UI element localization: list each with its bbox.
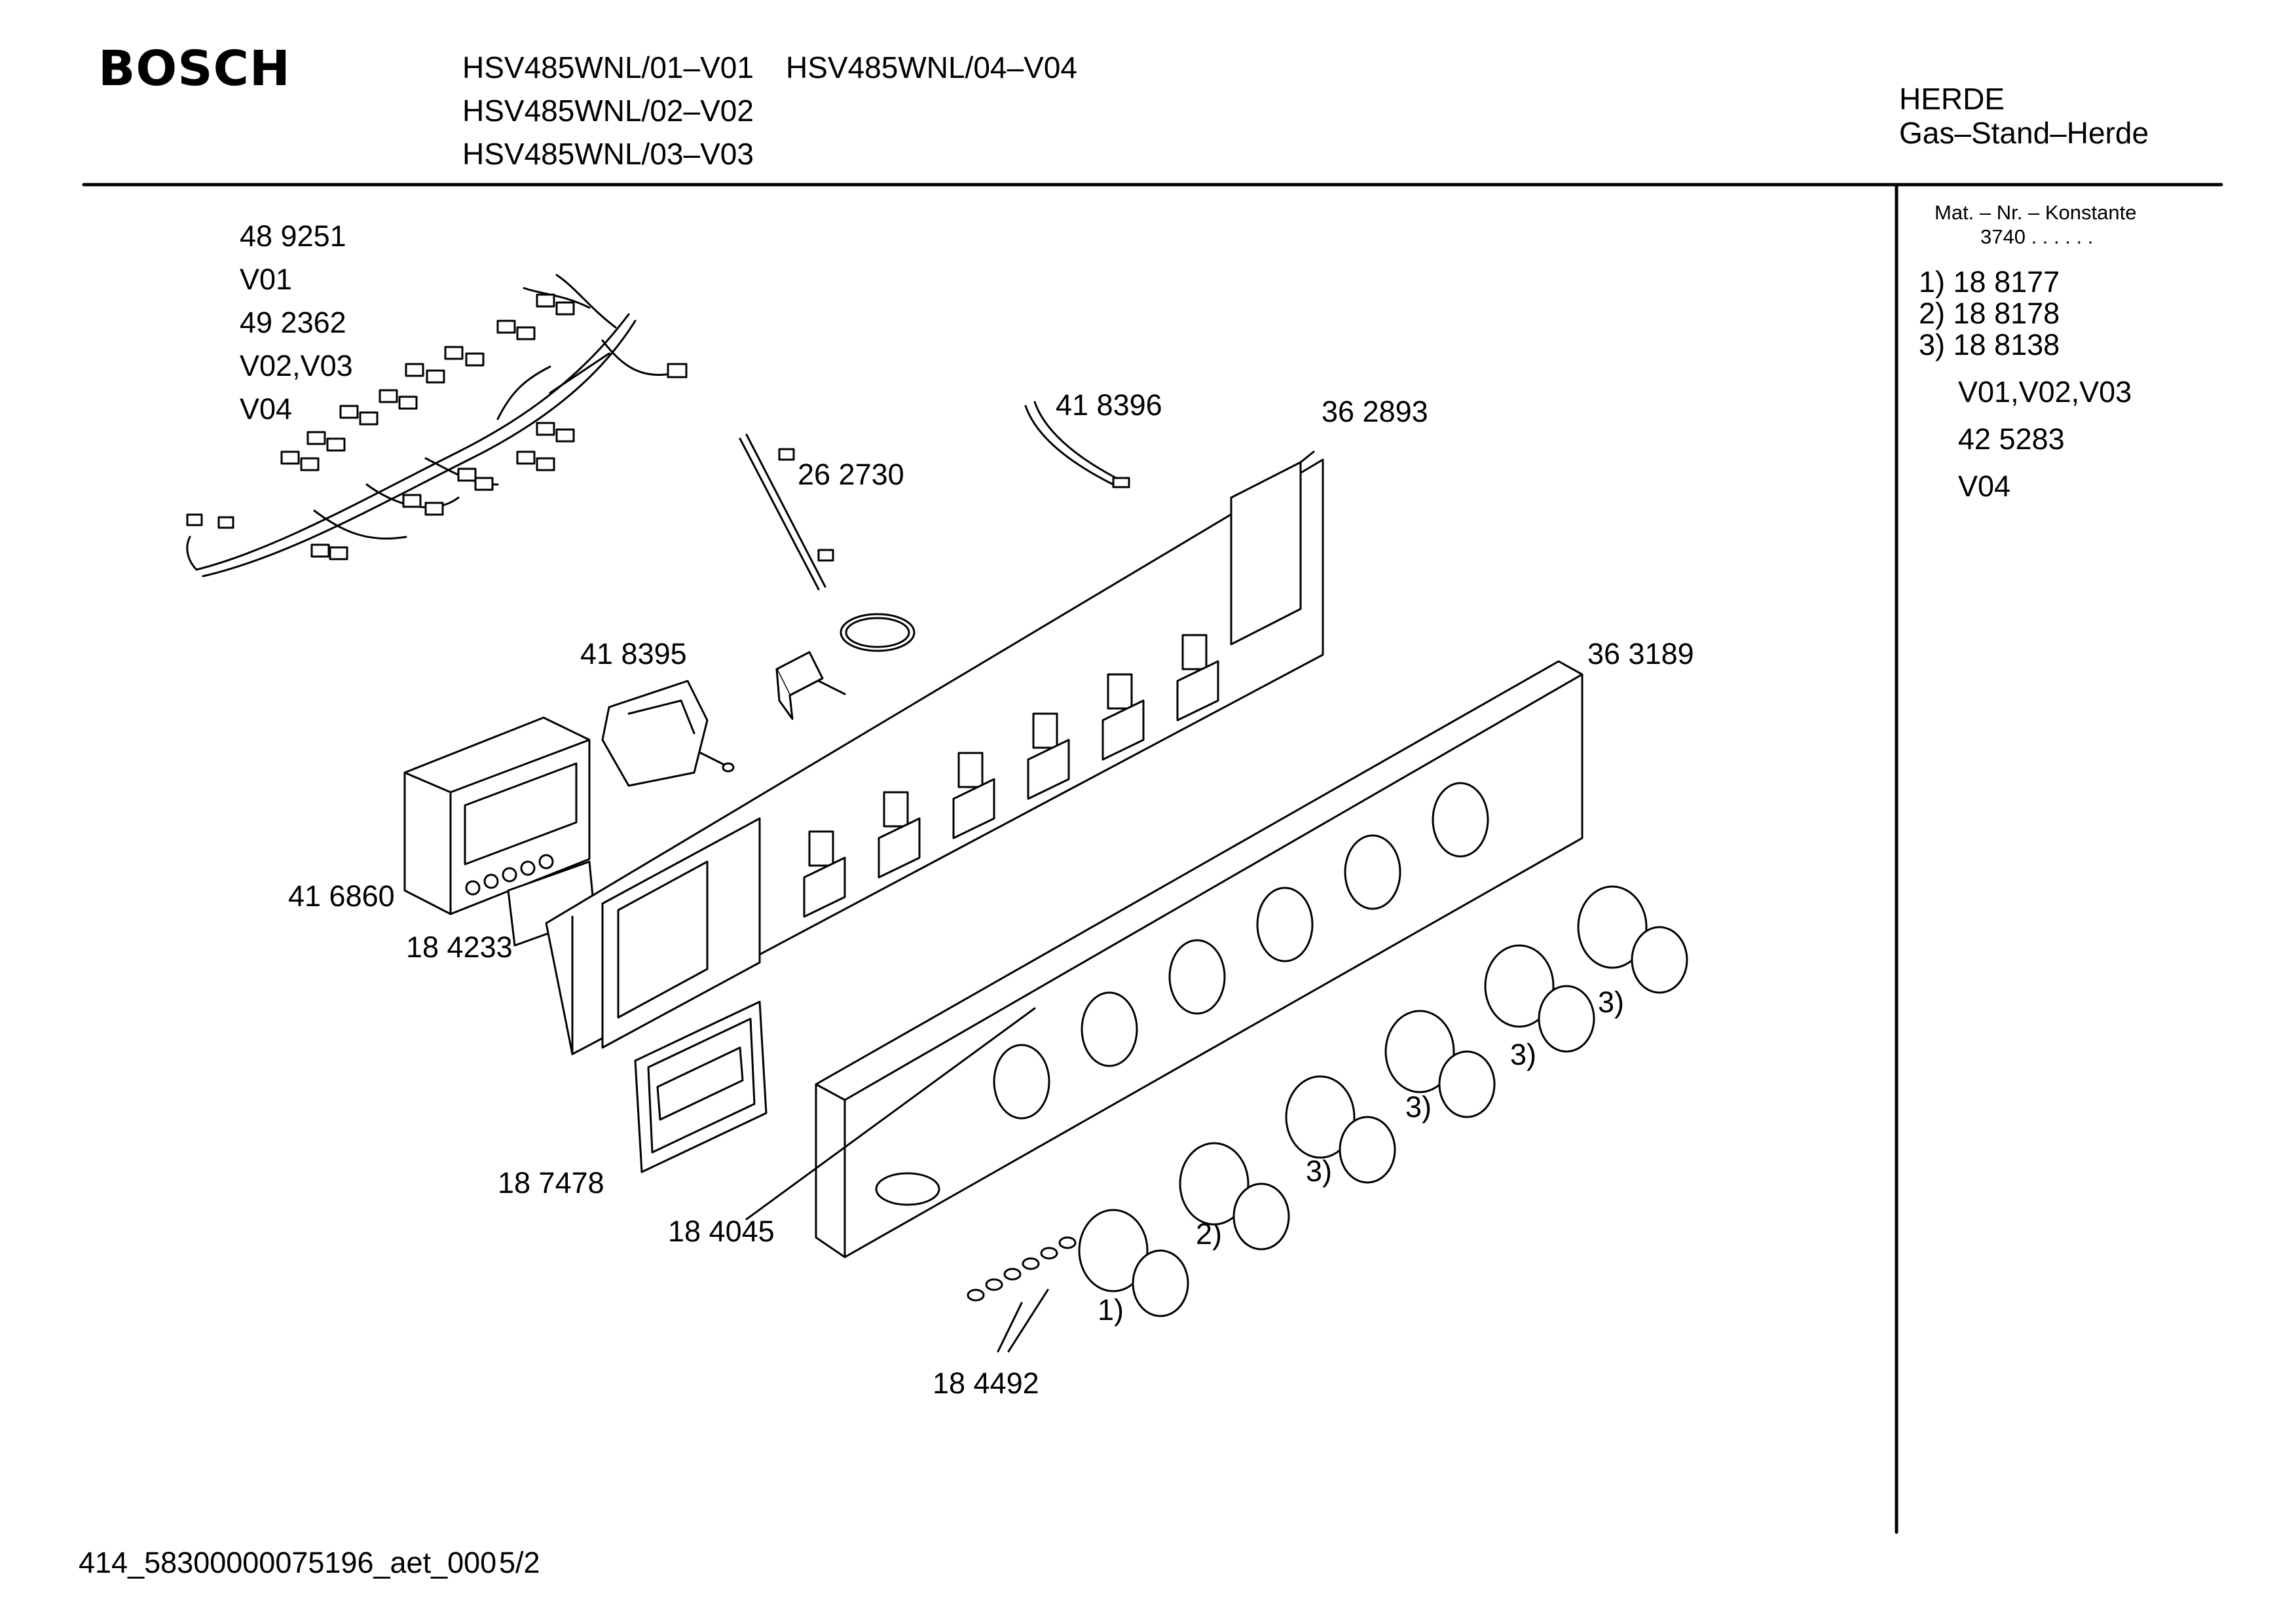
legend-title: Mat. – Nr. – Konstante — [1935, 201, 2137, 224]
push-buttons-184492 — [968, 1237, 1075, 1351]
switch-418395 — [602, 681, 733, 786]
model-number-3: HSV485WNL/03–V03 — [462, 137, 754, 171]
part-label-v02-v03: V02,V03 — [240, 349, 353, 382]
knob-ref-3c: 3) — [1510, 1038, 1537, 1071]
part-label-363189: 36 3189 — [1587, 637, 1694, 670]
part-label-184233: 18 4233 — [406, 930, 513, 964]
part-label-262730: 26 2730 — [798, 458, 904, 491]
model-number-2: HSV485WNL/02–V02 — [462, 94, 754, 128]
ignition-switch — [777, 652, 845, 719]
legend-code: 3740 . . . . . . — [1980, 225, 2094, 248]
panel-cutouts — [804, 635, 1218, 917]
fascia-knob-holes — [994, 783, 1488, 1118]
part-label-418396: 41 8396 — [1056, 388, 1162, 422]
thermocouple-262730 — [740, 435, 914, 651]
legend-part-425283: 42 5283 — [1958, 422, 2065, 456]
knob-ref-3d: 3) — [1598, 985, 1625, 1019]
knob-ref-3b: 3) — [1405, 1090, 1432, 1124]
part-label-v01: V01 — [240, 263, 293, 296]
subcategory-title: Gas–Stand–Herde — [1899, 116, 2149, 150]
wire-418396 — [1026, 402, 1129, 487]
model-number-1: HSV485WNL/01–V01 — [462, 50, 754, 84]
part-label-489251: 48 9251 — [240, 219, 346, 253]
leader-184045 — [747, 1008, 1035, 1219]
control-panel-362893 — [546, 452, 1323, 1054]
clock-module-416860 — [405, 718, 589, 914]
wiring-harness — [187, 275, 675, 576]
part-label-187478: 18 7478 — [498, 1166, 604, 1200]
legend-item-3: 3) 18 8138 — [1919, 328, 2060, 361]
part-label-362893: 36 2893 — [1322, 395, 1428, 428]
legend-item-2: 2) 18 8178 — [1919, 297, 2060, 330]
knob-ref-1: 1) — [1098, 1293, 1124, 1327]
bosch-logo: BOSCH — [98, 41, 291, 97]
part-label-184045: 18 4045 — [668, 1215, 775, 1248]
part-label-184492: 18 4492 — [933, 1366, 1039, 1400]
page-number: 5/2 — [499, 1546, 540, 1579]
harness-connectors — [187, 295, 686, 559]
model-number-4: HSV485WNL/04–V04 — [786, 50, 1077, 84]
legend-variant-v01-v03: V01,V02,V03 — [1958, 375, 2132, 409]
control-knobs — [1079, 887, 1687, 1316]
part-label-416860: 41 6860 — [288, 879, 395, 913]
display-frame-187478 — [635, 1002, 766, 1172]
knob-ref-3a: 3) — [1306, 1154, 1333, 1188]
legend-variant-v04: V04 — [1958, 469, 2011, 503]
category-title: HERDE — [1899, 82, 2005, 116]
part-label-418395: 41 8395 — [580, 637, 687, 670]
legend-item-1: 1) 18 8177 — [1919, 265, 2060, 299]
document-id: 414_58300000075196_aet_000 — [79, 1546, 497, 1579]
part-label-v04: V04 — [240, 392, 293, 426]
part-label-492362: 49 2362 — [240, 306, 346, 339]
